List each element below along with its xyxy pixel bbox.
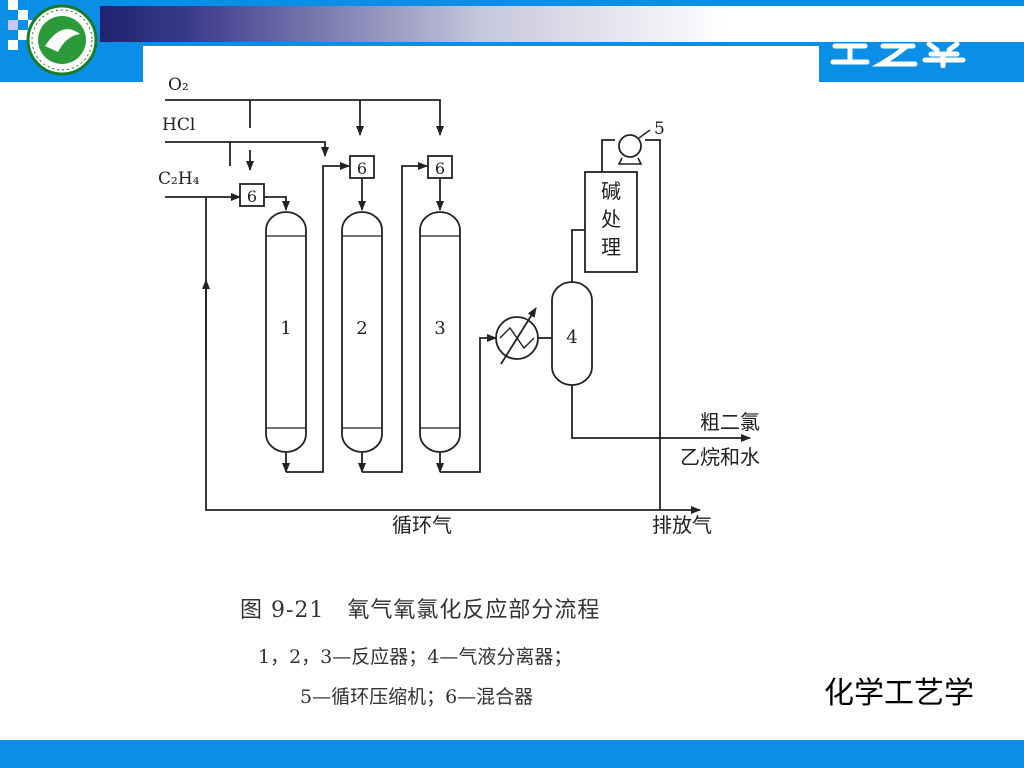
hcl-label: HCl	[162, 115, 195, 135]
figure-caption-title: 图 9-21 氧气氧氯化反应部分流程	[240, 598, 601, 623]
mixer-2	[349, 155, 375, 179]
vent-gas-label: 排放气	[652, 513, 712, 537]
footer-band	[0, 740, 1024, 768]
heat-exchanger	[495, 307, 539, 365]
mixer-3-label: 6	[435, 159, 445, 178]
mixer-3	[427, 155, 453, 179]
mixer-2-label: 6	[357, 159, 367, 178]
content-area	[0, 82, 1024, 740]
figure-legend-line1: 1，2，3—反应器；4—气液分离器；	[258, 646, 573, 668]
reactor-1-label: 1	[280, 318, 291, 339]
figure-legend-line2: 5—循环压缩机；6—混合器	[300, 686, 534, 708]
process-flow-diagram: 6 6 6 1 2 3 4 碱 处 理 5 O₂ HCl C₂H₄ 粗二氯 乙烷…	[158, 75, 760, 537]
content-panel-top	[143, 46, 819, 86]
reactor-2-label: 2	[356, 318, 367, 339]
reactor-3	[419, 211, 461, 453]
mixer-1	[239, 183, 265, 207]
product-label-line1: 粗二氯	[700, 410, 760, 434]
alkali-treatment-unit	[584, 171, 638, 273]
header-gradient-bar	[40, 6, 1024, 42]
compressor-label: 5	[654, 119, 665, 139]
alkali-char-1: 碱	[601, 179, 621, 203]
recycle-compressor	[617, 129, 651, 165]
alkali-char-3: 理	[601, 235, 621, 259]
o2-label: O₂	[168, 75, 189, 95]
c2h4-label: C₂H₄	[158, 169, 200, 189]
reactor-3-label: 3	[434, 318, 445, 339]
product-label-line2: 乙烷和水	[680, 445, 760, 469]
recycle-gas-label: 循环气	[392, 513, 452, 537]
header-title-art	[830, 41, 966, 68]
gas-liquid-separator	[551, 281, 593, 386]
course-title: 化学工艺学	[824, 676, 974, 711]
reactor-1	[265, 211, 307, 453]
alkali-char-2: 处	[601, 207, 621, 231]
reactor-2	[341, 211, 383, 453]
university-logo	[0, 0, 100, 82]
mixer-1-label: 6	[247, 187, 257, 206]
separator-label: 4	[566, 327, 577, 348]
